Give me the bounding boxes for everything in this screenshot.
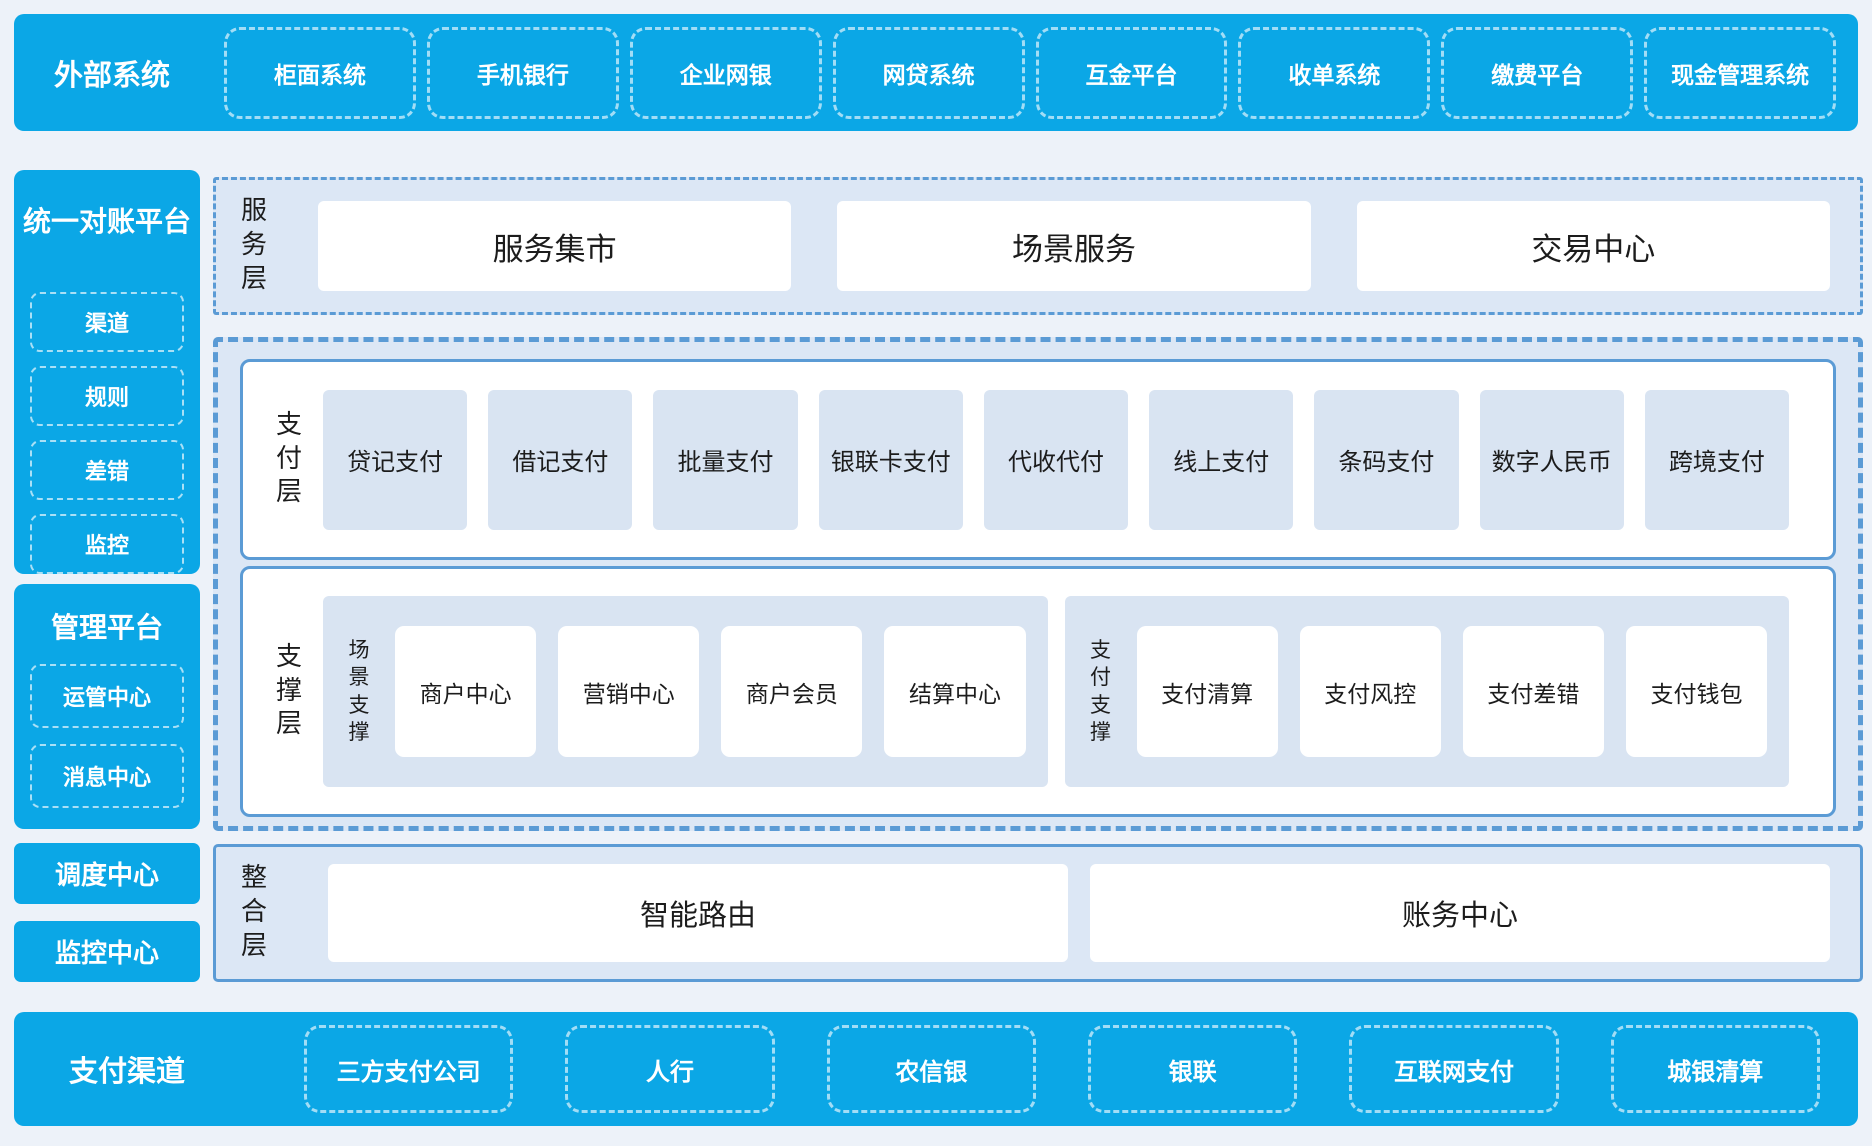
external-systems-bar: 外部系统 柜面系统 手机银行 企业网银 网贷系统 互金平台 收单系统 缴费平台 … bbox=[14, 14, 1858, 131]
service-layer-label: 服务层 bbox=[240, 196, 267, 294]
pay-item-barcode: 条码支付 bbox=[1314, 389, 1459, 530]
payment-channels-title: 支付渠道 bbox=[69, 1054, 186, 1088]
payment-wallet-box: 支付钱包 bbox=[1625, 626, 1767, 757]
pay-item-online: 线上支付 bbox=[1149, 389, 1294, 530]
channel-unionpay: 银联 bbox=[1087, 1025, 1298, 1113]
external-system-bill-pay: 缴费平台 bbox=[1441, 26, 1634, 119]
integration-layer-label: 整合层 bbox=[240, 863, 267, 961]
channel-third-party: 三方支付公司 bbox=[304, 1025, 514, 1113]
support-layer-groups: 场景支撑 商户中心 营销中心 商户会员 结算中心 支付支撑 支付清算 支付风控 … bbox=[323, 596, 1789, 787]
merchant-center-box: 商户中心 bbox=[395, 626, 537, 757]
settlement-center-box: 结算中心 bbox=[884, 626, 1026, 757]
mgmt-item-message-center: 消息中心 bbox=[30, 744, 184, 808]
scenario-service-box: 场景服务 bbox=[837, 201, 1311, 291]
scenario-support-group: 场景支撑 商户中心 营销中心 商户会员 结算中心 bbox=[323, 596, 1048, 787]
integration-layer-items: 智能路由 账务中心 bbox=[328, 864, 1830, 962]
channel-city-bank-clearing: 城银清算 bbox=[1610, 1025, 1820, 1113]
pay-item-digital-rmb: 数字人民币 bbox=[1479, 389, 1624, 530]
service-market-box: 服务集市 bbox=[318, 201, 792, 291]
accounting-center-box: 账务中心 bbox=[1090, 864, 1830, 962]
external-systems-title: 外部系统 bbox=[54, 57, 171, 92]
external-system-cash-mgmt: 现金管理系统 bbox=[1644, 26, 1836, 119]
integration-layer: 整合层 智能路由 账务中心 bbox=[213, 844, 1863, 982]
support-layer-label: 支撑层 bbox=[275, 641, 302, 740]
smart-routing-box: 智能路由 bbox=[328, 864, 1068, 962]
payment-layer: 支付层 贷记支付 借记支付 批量支付 银联卡支付 代收代付 线上支付 条码支付 … bbox=[240, 359, 1836, 560]
reconciliation-platform: 统一对账平台 渠道 规则 差错 监控 bbox=[14, 170, 200, 574]
transaction-center-box: 交易中心 bbox=[1356, 201, 1830, 291]
pay-item-cross-border: 跨境支付 bbox=[1644, 389, 1789, 530]
payment-channels-items: 三方支付公司 人行 农信银 银联 互联网支付 城银清算 bbox=[304, 1025, 1820, 1113]
pay-item-batch: 批量支付 bbox=[653, 389, 798, 530]
recon-item-rules: 规则 bbox=[30, 366, 184, 426]
payment-risk-box: 支付风控 bbox=[1299, 626, 1441, 757]
core-layers-container: 支付层 贷记支付 借记支付 批量支付 银联卡支付 代收代付 线上支付 条码支付 … bbox=[213, 337, 1863, 831]
external-systems-items: 柜面系统 手机银行 企业网银 网贷系统 互金平台 收单系统 缴费平台 现金管理系… bbox=[224, 26, 1836, 119]
management-platform: 管理平台 运管中心 消息中心 bbox=[14, 584, 200, 829]
reconciliation-platform-title: 统一对账平台 bbox=[22, 205, 191, 238]
recon-item-errors: 差错 bbox=[30, 440, 184, 500]
external-system-acquiring: 收单系统 bbox=[1238, 26, 1431, 119]
external-system-mobile-bank: 手机银行 bbox=[426, 26, 619, 119]
channel-internet-pay: 互联网支付 bbox=[1349, 1025, 1559, 1113]
payment-layer-label: 支付层 bbox=[275, 409, 302, 508]
scenario-support-label: 场景支撑 bbox=[348, 637, 370, 744]
management-platform-title: 管理平台 bbox=[50, 611, 163, 644]
merchant-member-box: 商户会员 bbox=[721, 626, 863, 757]
external-system-fintech: 互金平台 bbox=[1035, 26, 1228, 119]
channel-rural-credit: 农信银 bbox=[826, 1025, 1036, 1113]
service-layer: 服务层 服务集市 场景服务 交易中心 bbox=[213, 177, 1863, 315]
pay-item-debit: 借记支付 bbox=[488, 389, 633, 530]
management-items: 运管中心 消息中心 bbox=[14, 664, 200, 808]
reconciliation-items: 渠道 规则 差错 监控 bbox=[14, 292, 200, 574]
external-system-corp-ebank: 企业网银 bbox=[629, 26, 822, 119]
recon-item-monitor: 监控 bbox=[30, 514, 184, 574]
recon-item-channel: 渠道 bbox=[30, 292, 184, 352]
pay-item-unionpay-card: 银联卡支付 bbox=[818, 389, 963, 530]
payment-error-box: 支付差错 bbox=[1462, 626, 1604, 757]
payment-support-group: 支付支撑 支付清算 支付风控 支付差错 支付钱包 bbox=[1064, 596, 1789, 787]
scheduling-center-block: 调度中心 bbox=[14, 843, 200, 904]
payment-clearing-box: 支付清算 bbox=[1136, 626, 1278, 757]
external-system-counter: 柜面系统 bbox=[224, 26, 416, 119]
pay-item-collection: 代收代付 bbox=[983, 389, 1129, 530]
payment-layer-items: 贷记支付 借记支付 批量支付 银联卡支付 代收代付 线上支付 条码支付 数字人民… bbox=[323, 389, 1789, 530]
mgmt-item-ops-center: 运管中心 bbox=[30, 664, 184, 728]
marketing-center-box: 营销中心 bbox=[558, 626, 700, 757]
pay-item-credit: 贷记支付 bbox=[323, 389, 468, 530]
payment-channels-bar: 支付渠道 三方支付公司 人行 农信银 银联 互联网支付 城银清算 bbox=[14, 1012, 1858, 1126]
channel-pboc: 人行 bbox=[565, 1025, 775, 1113]
external-system-online-loan: 网贷系统 bbox=[832, 26, 1025, 119]
monitoring-center-block: 监控中心 bbox=[14, 921, 200, 982]
payment-support-label: 支付支撑 bbox=[1090, 637, 1111, 744]
support-layer: 支撑层 场景支撑 商户中心 营销中心 商户会员 结算中心 支付支撑 支付清算 支… bbox=[240, 566, 1836, 817]
